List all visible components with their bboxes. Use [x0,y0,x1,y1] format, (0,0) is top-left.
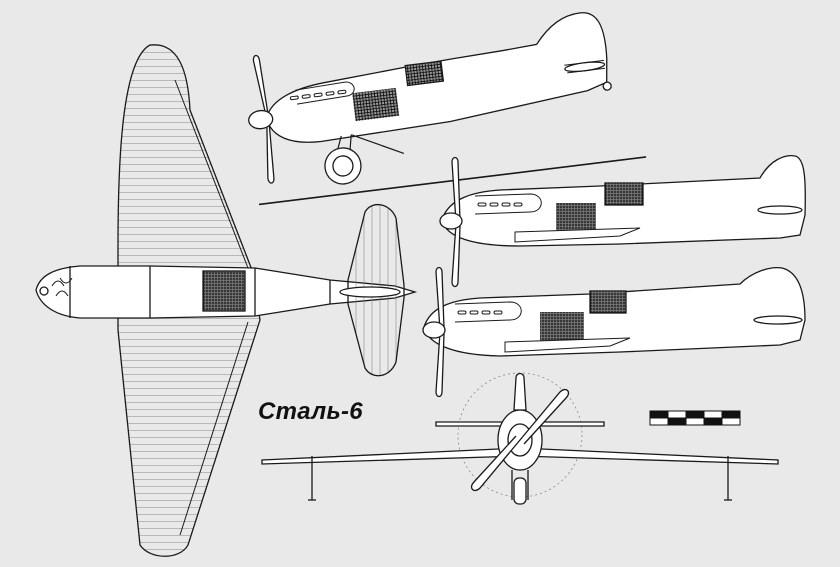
ground-line [258,156,647,206]
cockpit-side-1 [404,60,445,87]
wheel-1 [324,147,362,185]
front-view [261,372,779,505]
front-fin [513,372,527,411]
top-view [35,44,418,557]
side-view-gear-up [439,154,806,288]
aircraft-title: Сталь-6 [258,398,363,425]
exhaust-stacks-1 [289,89,347,101]
spinner-top [39,286,49,296]
top-view-aileron-line [174,79,249,536]
cockpit-side-2 [604,182,644,206]
cockpit-top [202,270,246,312]
cowling-vents [51,277,73,297]
front-propeller [470,388,570,492]
tail-fairing [339,286,401,298]
cockpit-side-3 [589,290,627,314]
front-wheel [513,477,527,505]
scale-bar [649,410,741,426]
propeller-side-1 [252,54,275,184]
side-view-ground [248,12,647,206]
side-view-3 [422,266,806,398]
exhaust-panel-1 [352,87,400,122]
